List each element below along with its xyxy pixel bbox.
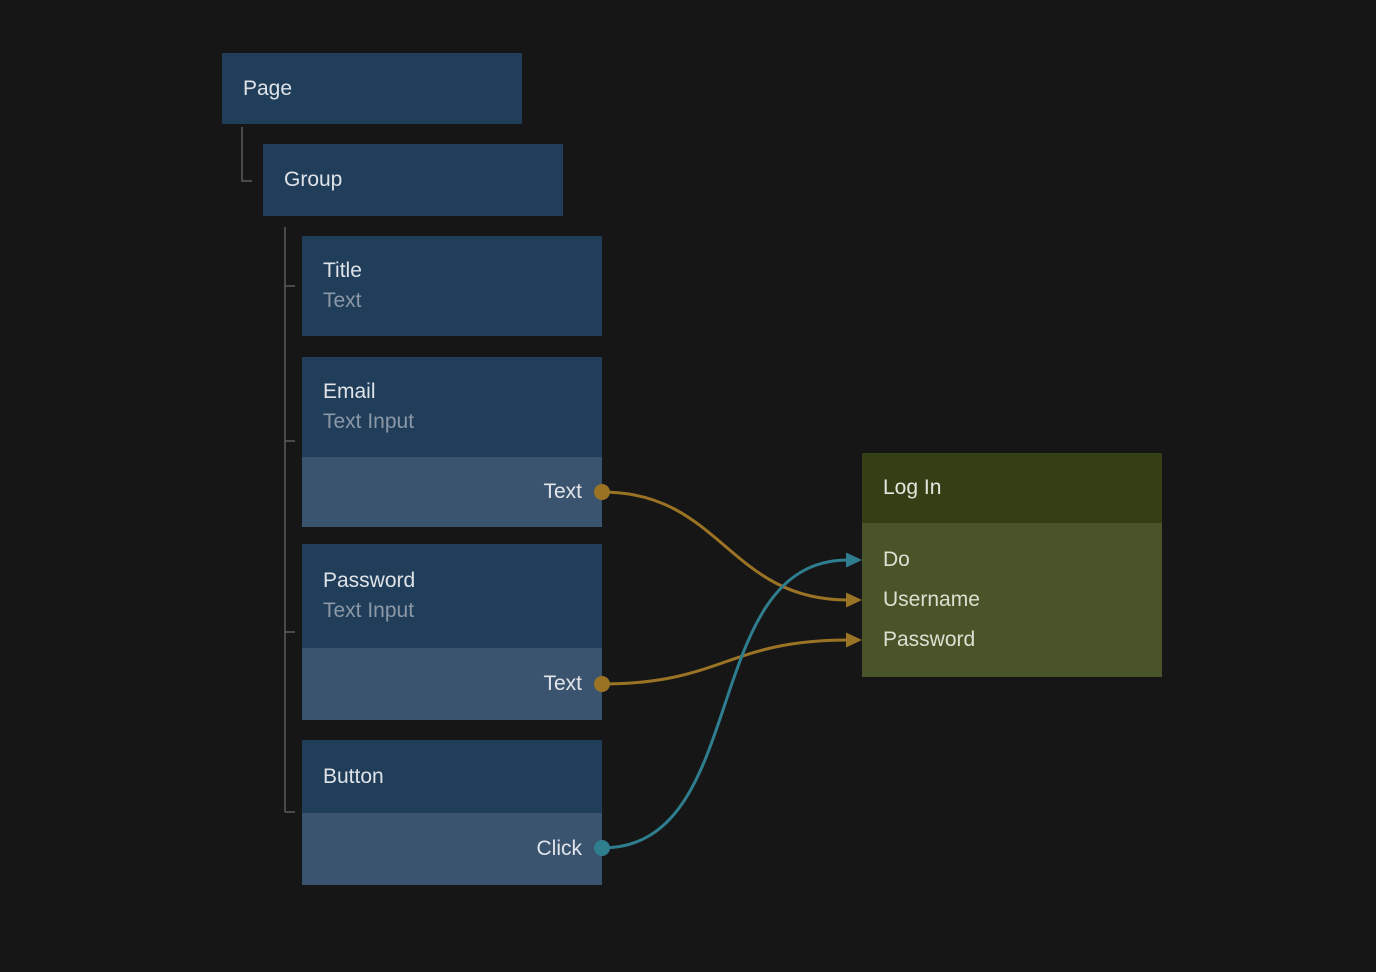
edge-email-text-to-username[interactable]	[601, 490, 849, 602]
node-login-title: Log In	[883, 476, 942, 499]
node-title[interactable]: Title Text	[302, 236, 602, 336]
input-row-password: Password	[883, 628, 976, 651]
node-group[interactable]: Group	[263, 144, 563, 216]
node-password-subtitle: Text Input	[323, 599, 415, 622]
edge-password-text-to-password[interactable]	[601, 638, 849, 686]
input-port-arrow-do[interactable]	[846, 552, 862, 568]
node-password-output-row: Text	[302, 648, 602, 720]
node-email[interactable]: Email Text Input Text	[302, 357, 602, 527]
node-title-subtitle: Text	[323, 289, 362, 312]
node-button-title: Button	[323, 764, 384, 788]
node-page-title: Page	[243, 76, 293, 100]
node-title-title: Title	[323, 259, 362, 282]
node-email-header: Email Text Input	[302, 357, 602, 457]
node-title-header: Title Text	[302, 236, 602, 336]
node-email-output-row: Text	[302, 457, 602, 527]
node-group-header: Group	[263, 144, 563, 216]
edge-button-click-to-do[interactable]	[601, 558, 849, 850]
node-password[interactable]: Password Text Input Text	[302, 544, 602, 720]
input-row-username: Username	[883, 588, 980, 611]
node-login-body: Do Username Password	[862, 523, 1162, 677]
output-port-label-text: Text	[543, 672, 582, 695]
output-port-label-text: Text	[543, 480, 582, 503]
node-password-header: Password Text Input	[302, 544, 602, 648]
node-group-title: Group	[284, 168, 343, 191]
input-port-arrow-password[interactable]	[846, 632, 862, 648]
node-email-title: Email	[323, 380, 376, 403]
tree-connector-page-group	[241, 127, 252, 182]
input-port-arrow-username[interactable]	[846, 592, 862, 608]
node-login[interactable]: Log In Do Username Password	[862, 453, 1162, 677]
node-email-subtitle: Text Input	[323, 410, 415, 433]
node-login-header: Log In	[862, 453, 1162, 523]
node-button[interactable]: Button Click	[302, 740, 602, 885]
node-page[interactable]: Page	[222, 53, 522, 124]
node-button-output-row: Click	[302, 813, 602, 885]
node-password-title: Password	[323, 569, 416, 592]
node-button-header: Button	[302, 740, 602, 813]
node-page-header: Page	[222, 53, 522, 124]
input-row-do: Do	[883, 548, 910, 571]
output-port-label-click: Click	[536, 837, 583, 860]
